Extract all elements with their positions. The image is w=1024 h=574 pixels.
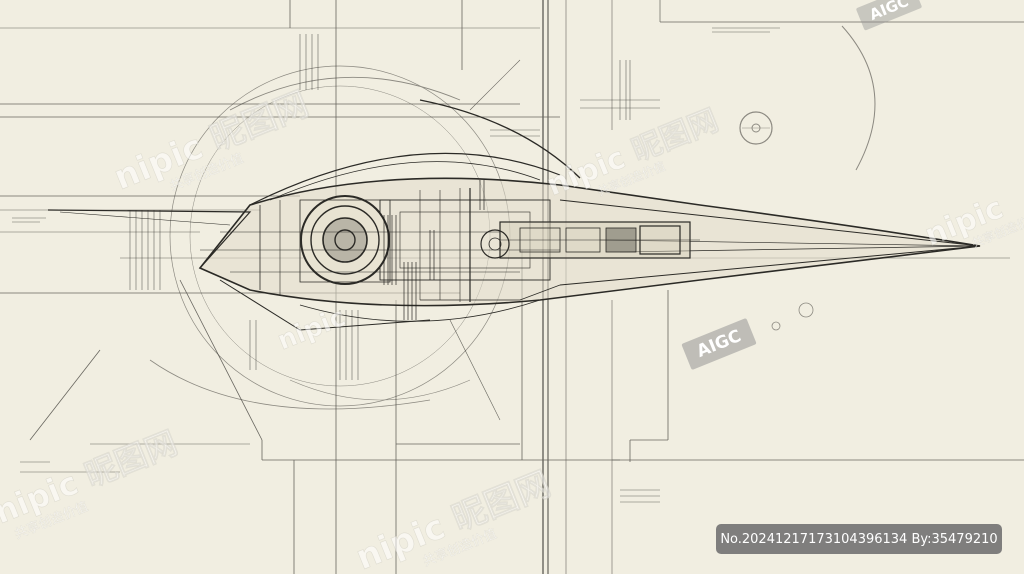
detail-ticks xyxy=(12,27,780,503)
construction-arcs xyxy=(149,25,876,410)
shading-strokes xyxy=(383,180,485,320)
spaceship-hull xyxy=(47,99,981,331)
image-id-stamp: No.20241217173104396134 By:35479210 xyxy=(716,524,1002,554)
